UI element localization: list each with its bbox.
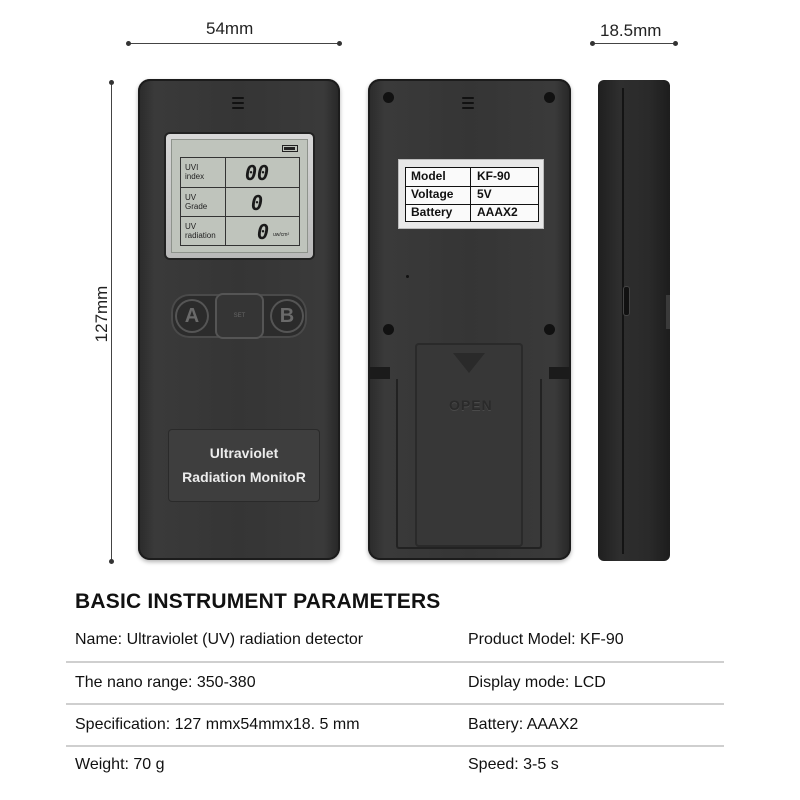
depth-dimension-line bbox=[592, 43, 676, 44]
height-dimension-label: 127mm bbox=[92, 285, 111, 343]
param-display-mode: Display mode: LCD bbox=[468, 674, 606, 691]
spec-label-key-voltage: Voltage bbox=[411, 187, 454, 201]
param-divider bbox=[66, 661, 724, 663]
spec-label-table: Model KF-90 Voltage 5V Battery AAAX2 bbox=[405, 167, 539, 222]
lcd-label-uv-radiation: UV radiation bbox=[185, 222, 216, 240]
spec-label-plate: Model KF-90 Voltage 5V Battery AAAX2 bbox=[398, 159, 544, 229]
speaker-slot bbox=[462, 97, 474, 99]
speaker-slot bbox=[462, 102, 474, 104]
width-line-end-left bbox=[126, 41, 131, 46]
lcd-row-uvi-index: UVI index 00 bbox=[181, 158, 299, 187]
arrow-down-icon bbox=[453, 353, 485, 373]
param-nano-range: The nano range: 350-380 bbox=[75, 674, 256, 691]
screw-mid-left bbox=[383, 324, 394, 335]
product-name-line2: Radiation MonitoR bbox=[182, 469, 306, 485]
lcd-label-uv-grade: UV Grade bbox=[185, 193, 208, 211]
device-front: UVI index 00 UV Grade 0 UV radiation 0 u… bbox=[138, 79, 340, 560]
lcd-bezel: UVI index 00 UV Grade 0 UV radiation 0 u… bbox=[166, 134, 313, 258]
spec-label-value-voltage: 5V bbox=[477, 187, 492, 201]
spec-label-row-rule bbox=[406, 204, 538, 205]
speaker-slot bbox=[232, 97, 244, 99]
spec-label-divider bbox=[470, 168, 471, 221]
stand-clip-left bbox=[368, 367, 390, 379]
spec-label-value-battery: AAAX2 bbox=[477, 205, 518, 219]
depth-line-end-right bbox=[673, 41, 678, 46]
lcd-screen: UVI index 00 UV Grade 0 UV radiation 0 u… bbox=[171, 139, 308, 253]
device-side bbox=[598, 80, 670, 561]
width-dimension-label: 54mm bbox=[206, 19, 254, 38]
usb-port-icon bbox=[623, 286, 630, 316]
width-line-end-right bbox=[337, 41, 342, 46]
set-button[interactable]: SET bbox=[215, 293, 264, 339]
lcd-value-uvi-index: 00 bbox=[245, 161, 270, 185]
a-button[interactable]: A bbox=[175, 299, 209, 333]
stand-frame bbox=[396, 379, 542, 549]
battery-icon bbox=[282, 145, 298, 152]
param-divider bbox=[66, 703, 724, 705]
depth-dimension-label: 18.5mm bbox=[600, 21, 662, 40]
mic-hole bbox=[406, 275, 409, 278]
parameters-title: BASIC INSTRUMENT PARAMETERS bbox=[75, 590, 441, 613]
lcd-value-uv-radiation: 0 bbox=[257, 220, 270, 244]
height-dimension-line bbox=[111, 82, 112, 562]
spec-label-key-model: Model bbox=[411, 169, 446, 183]
height-line-end-bottom bbox=[109, 559, 114, 564]
param-product-model: Product Model: KF-90 bbox=[468, 631, 624, 648]
lcd-label-uvi-index: UVI index bbox=[185, 163, 205, 181]
lcd-row-uv-grade: UV Grade 0 bbox=[181, 187, 299, 216]
speaker-slot bbox=[462, 107, 474, 109]
screw-top-right bbox=[544, 92, 555, 103]
spec-label-value-model: KF-90 bbox=[477, 169, 511, 183]
screw-top-left bbox=[383, 92, 394, 103]
param-speed: Speed: 3-5 s bbox=[468, 756, 559, 773]
product-name-line1: Ultraviolet bbox=[209, 445, 279, 461]
param-specification: Specification: 127 mmx54mmx18. 5 mm bbox=[75, 716, 360, 733]
battery-cover-open-text: OPEN bbox=[449, 397, 493, 413]
lcd-unit-uv-radiation: uw/cm² bbox=[273, 232, 290, 238]
spec-label-key-battery: Battery bbox=[411, 205, 453, 219]
side-button[interactable] bbox=[666, 295, 670, 329]
param-name: Name: Ultraviolet (UV) radiation detecto… bbox=[75, 631, 364, 648]
battery-cover[interactable]: OPEN bbox=[415, 343, 523, 547]
param-weight: Weight: 70 g bbox=[75, 756, 165, 773]
height-line-end-top bbox=[109, 80, 114, 85]
speaker-slot bbox=[232, 107, 244, 109]
side-seam bbox=[622, 88, 624, 554]
lcd-row-uv-radiation: UV radiation 0 uw/cm² bbox=[181, 216, 299, 245]
width-dimension-line bbox=[128, 43, 340, 44]
depth-line-end-left bbox=[590, 41, 595, 46]
param-battery: Battery: AAAX2 bbox=[468, 716, 579, 733]
speaker-slot bbox=[232, 102, 244, 104]
b-button[interactable]: B bbox=[270, 299, 304, 333]
spec-label-row-rule bbox=[406, 186, 538, 187]
param-divider bbox=[66, 745, 724, 747]
lcd-value-uv-grade: 0 bbox=[251, 191, 264, 215]
stand-clip-right bbox=[549, 367, 571, 379]
device-back: Model KF-90 Voltage 5V Battery AAAX2 OPE… bbox=[368, 79, 571, 560]
lcd-grid: UVI index 00 UV Grade 0 UV radiation 0 u… bbox=[180, 157, 300, 246]
screw-mid-right bbox=[544, 324, 555, 335]
lcd-grid-divider bbox=[225, 158, 226, 245]
product-name-plate: Ultraviolet Radiation MonitoR bbox=[168, 429, 320, 502]
